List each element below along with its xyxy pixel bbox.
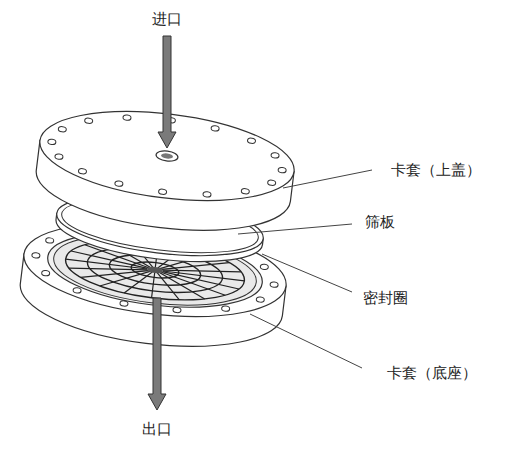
bolt-hole (256, 296, 265, 302)
part-label: 卡套（上盖） (391, 162, 481, 179)
outlet-hole (147, 266, 164, 274)
outlet-arrow (148, 298, 166, 410)
bolt-hole (73, 287, 82, 293)
bolt-hole (271, 152, 280, 158)
mesh-spoke (163, 262, 241, 279)
bolt-hole (260, 264, 269, 270)
parts (15, 36, 299, 410)
leader-lines (238, 170, 372, 368)
leader-line (262, 254, 352, 292)
part-label: 进口 (152, 11, 182, 28)
bolt-hole (241, 188, 250, 194)
bolt-hole (78, 168, 87, 174)
bolt-hole (58, 126, 67, 132)
bolt-hole (55, 154, 64, 160)
mesh-spoke (154, 273, 182, 300)
bolt-hole (203, 191, 212, 197)
bolt-hole (45, 237, 54, 243)
inlet-port (155, 150, 178, 163)
bolt-hole (211, 125, 220, 131)
part-label: 密封圈 (363, 290, 408, 307)
part-label: 卡套（底座） (387, 365, 477, 382)
bolt-hole (115, 181, 124, 187)
mesh-spoke (163, 271, 244, 281)
bolt-hole (84, 118, 93, 124)
mesh-spoke (66, 259, 147, 269)
bolt-hole (267, 180, 276, 186)
part-label: 出口 (142, 421, 172, 438)
inlet-hole (161, 153, 174, 160)
bolt-hole (48, 139, 57, 145)
bolt-hole (41, 270, 50, 276)
bolt-hole (173, 307, 182, 313)
bolt-hole (158, 189, 167, 195)
leader-line (238, 224, 352, 234)
mesh-spoke (157, 273, 207, 299)
bolt-hole (123, 115, 132, 121)
leader-line (283, 170, 372, 188)
bolt-hole (278, 167, 287, 173)
inlet-arrow (158, 36, 176, 148)
mesh-spoke (152, 272, 155, 297)
bolt-hole (221, 306, 230, 312)
leader-line (250, 314, 362, 368)
bolt-hole (247, 138, 256, 144)
bolt-hole (270, 282, 279, 288)
part-label: 筛板 (365, 214, 395, 231)
bolt-hole (32, 252, 41, 258)
